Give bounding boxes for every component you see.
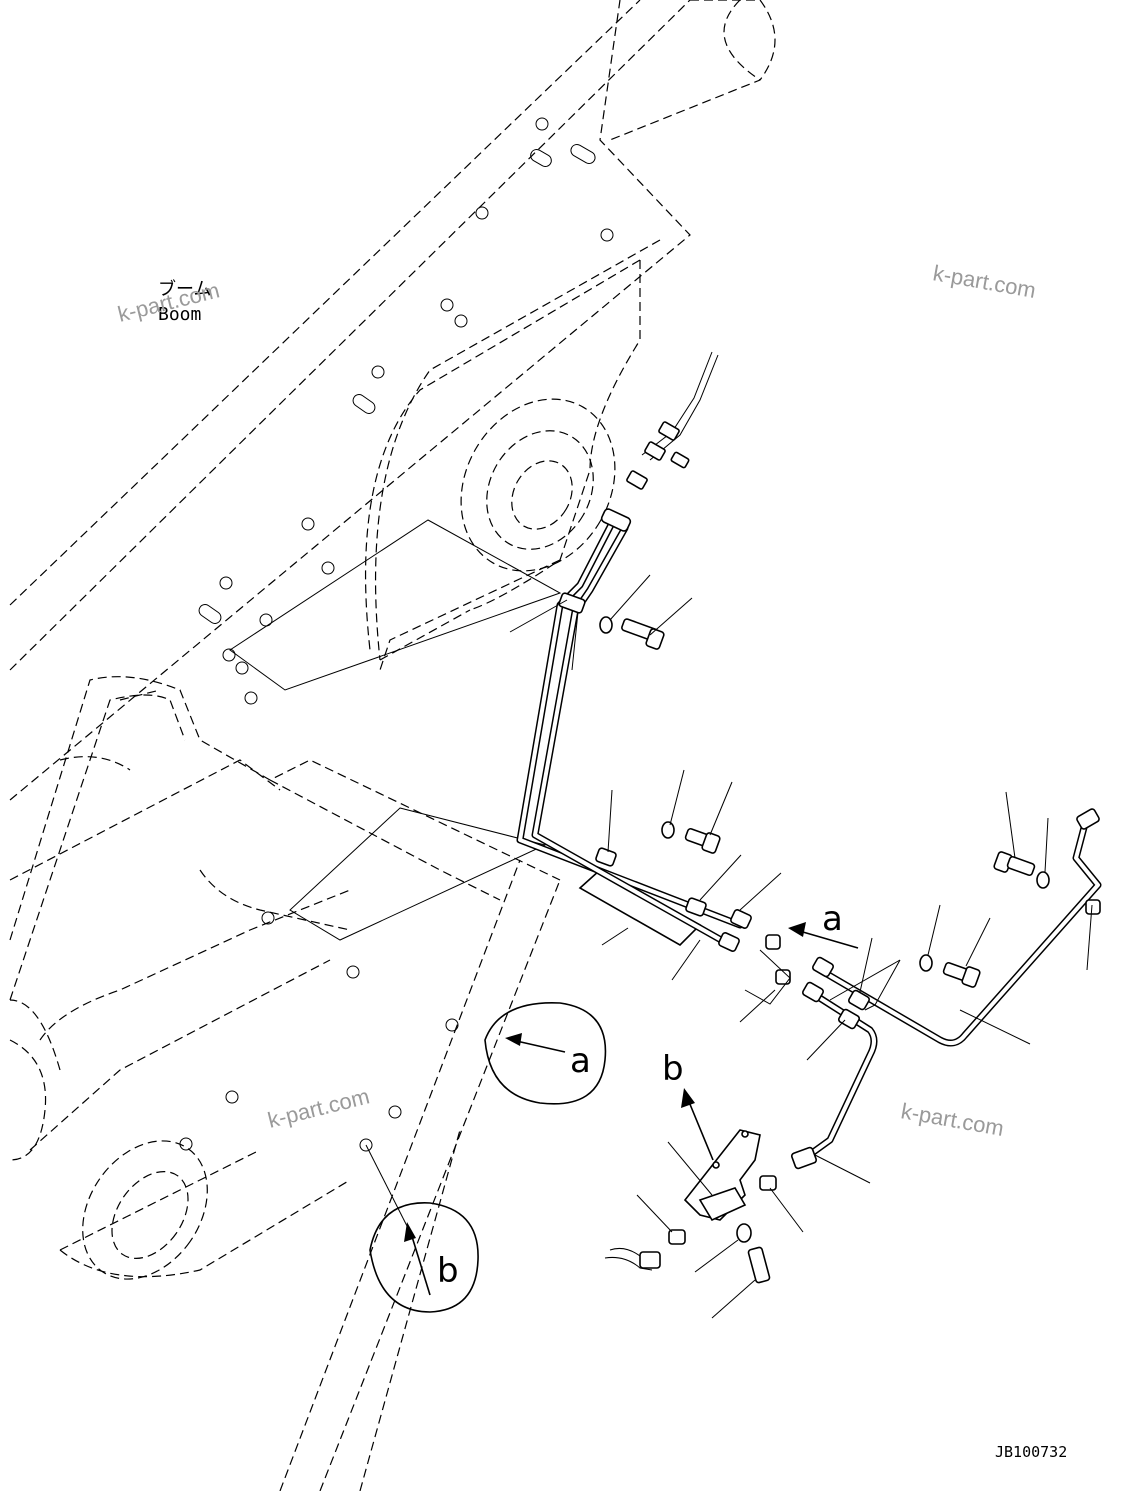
boom-label-jp: ブーム	[158, 278, 211, 300]
callout-b-main: b	[662, 1049, 684, 1089]
leader-lines	[509, 574, 1093, 1319]
direction-arrow-a	[788, 922, 859, 949]
clamp-plate-upper	[229, 519, 562, 691]
watermark-3: k-part.com	[265, 1083, 372, 1132]
electrical-connector	[626, 351, 719, 490]
callout-a-main: a	[822, 899, 843, 939]
boom-bosses	[179, 117, 614, 1152]
callout-a-detail: a	[570, 1041, 591, 1081]
drawing-number: JB100732	[995, 1443, 1067, 1461]
boom-label-en: Boom	[158, 304, 201, 325]
detail-circle-a	[484, 1002, 607, 1105]
callout-b-detail: b	[437, 1251, 459, 1291]
watermark-4: k-part.com	[899, 1098, 1006, 1141]
boom-outline	[9, 0, 776, 1491]
direction-arrow-b	[681, 1088, 714, 1161]
pipe-fittings	[558, 508, 1101, 1170]
watermark-2: k-part.com	[931, 260, 1038, 303]
fasteners	[599, 616, 1050, 1284]
detail-circle-b	[365, 1144, 479, 1313]
sensor-bracket	[604, 1129, 761, 1271]
